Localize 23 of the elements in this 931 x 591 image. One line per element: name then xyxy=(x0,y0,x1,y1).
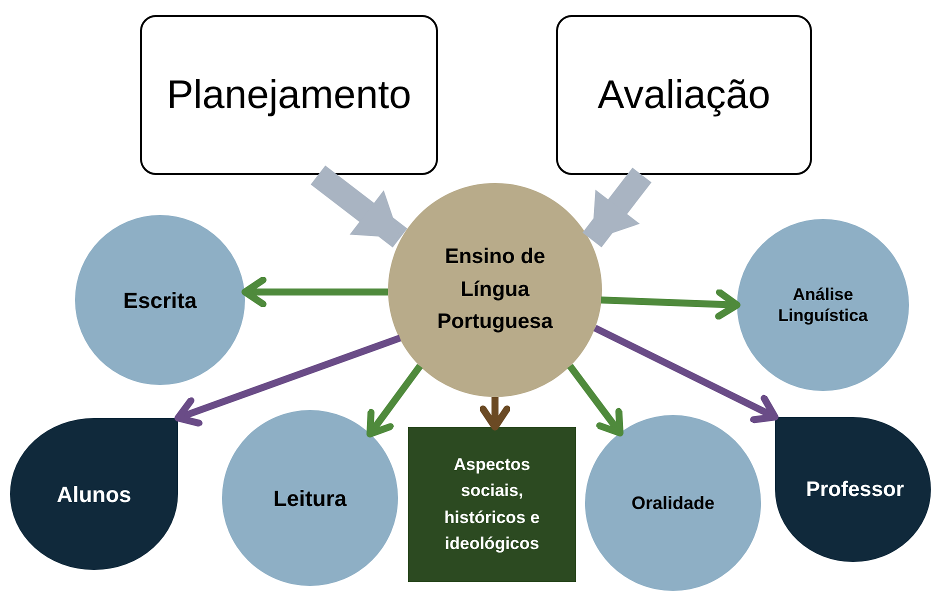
node-label: Análise Linguística xyxy=(777,284,869,326)
arrow xyxy=(242,276,388,308)
arrow xyxy=(593,324,778,424)
node-label: Professor xyxy=(804,476,904,503)
node-label: Escrita xyxy=(123,286,197,314)
arrow xyxy=(480,397,510,430)
arrow xyxy=(366,364,423,438)
node-label: Oralidade xyxy=(631,492,715,514)
arrow xyxy=(567,364,624,436)
node-label: Planejamento xyxy=(166,72,412,119)
arrow xyxy=(310,165,408,248)
node-label: Leitura xyxy=(273,484,347,512)
arrow xyxy=(174,334,402,427)
topic-box xyxy=(408,427,576,582)
node-label: Alunos xyxy=(56,480,132,508)
node-label: Aspectos sociais, históricos e ideológicos xyxy=(443,454,541,555)
process-box xyxy=(140,15,438,175)
node-label: Ensino de Língua Portuguesa xyxy=(436,244,554,336)
arrow xyxy=(582,168,652,248)
node-label: Avaliação xyxy=(598,72,770,119)
arrow xyxy=(600,288,740,320)
teardrop-shape xyxy=(775,417,931,562)
process-box xyxy=(556,15,812,175)
